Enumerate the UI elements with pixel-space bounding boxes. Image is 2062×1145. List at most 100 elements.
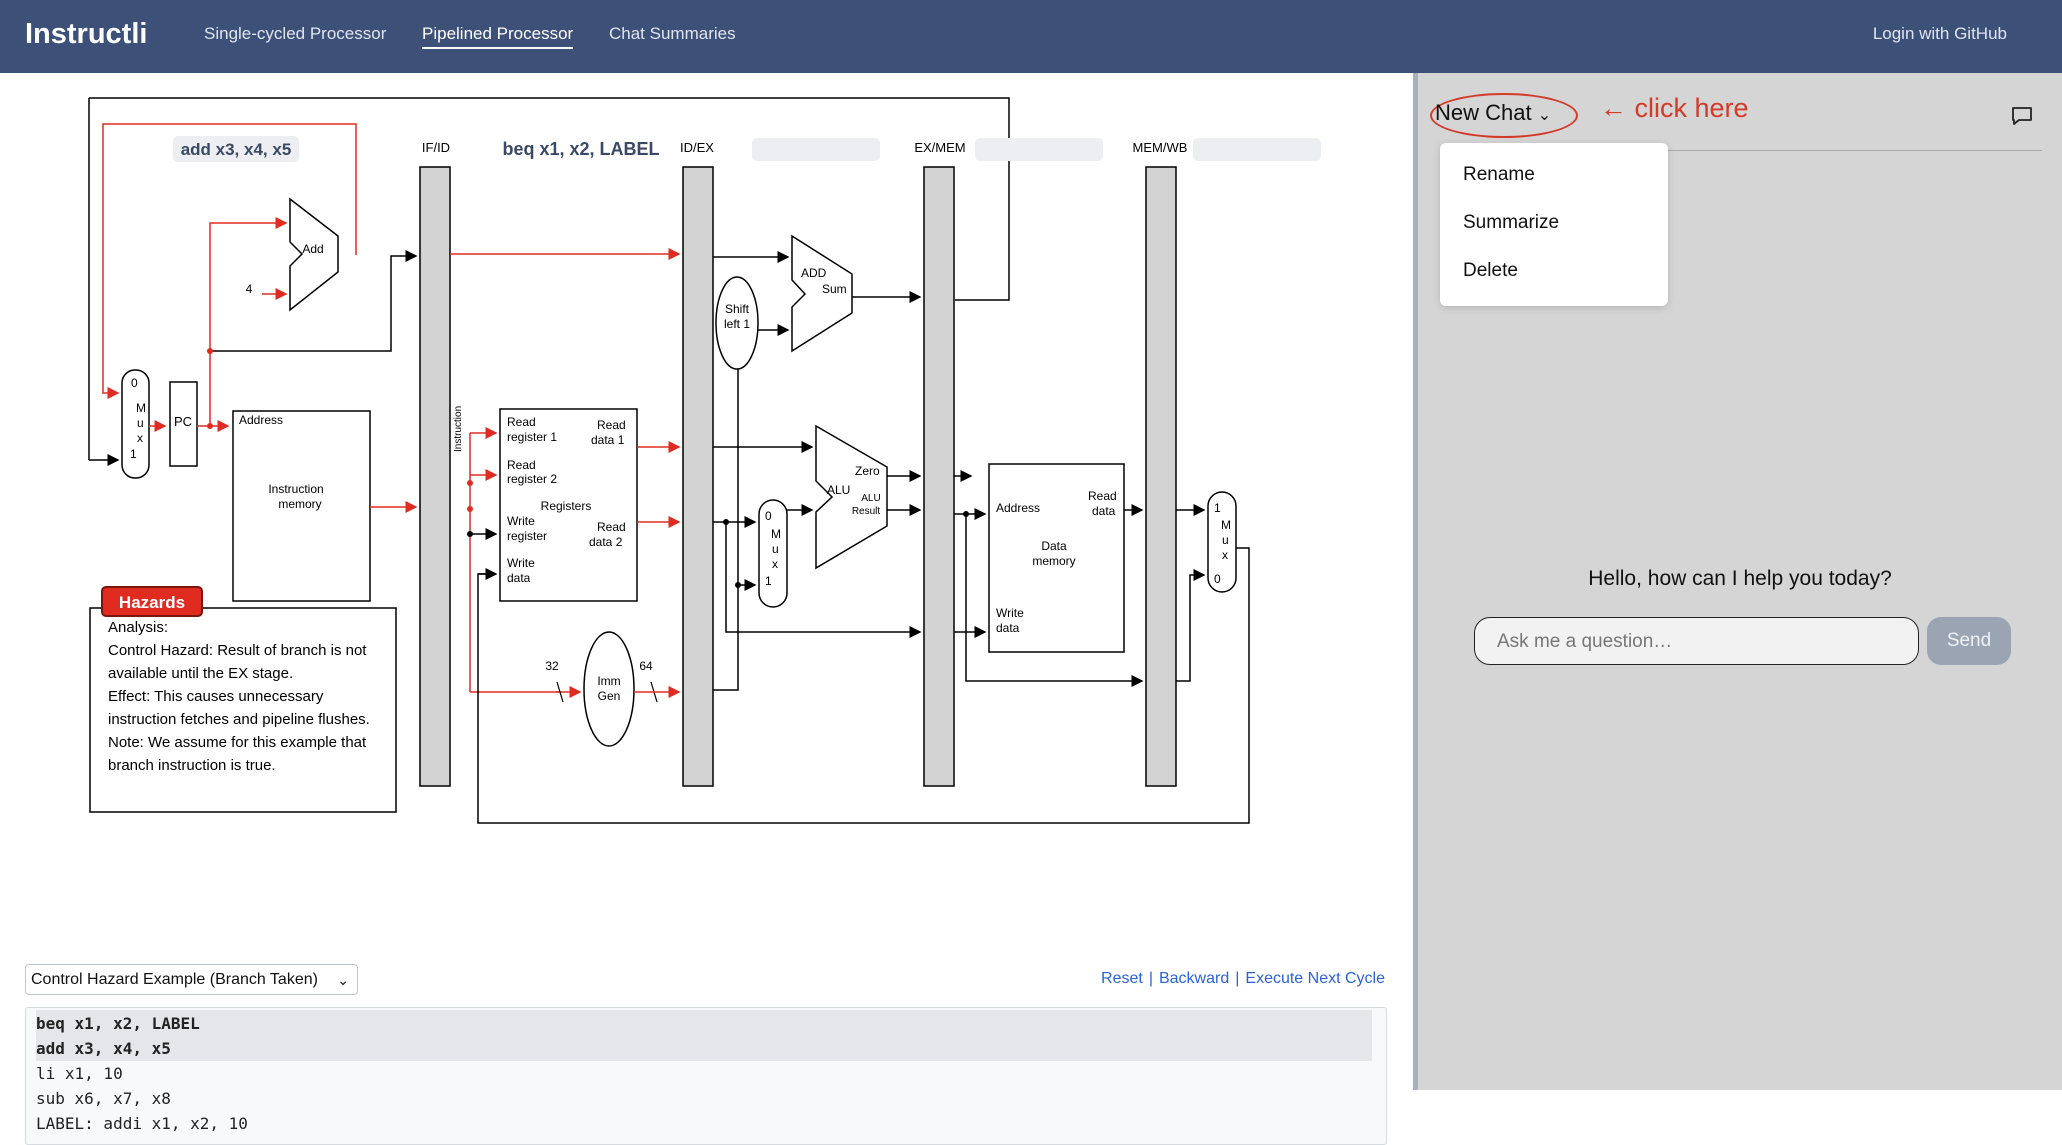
analysis-line-6: Note: We assume for this example that	[108, 734, 367, 751]
shift-label-1: Shift	[725, 302, 750, 316]
chevron-down-icon: ⌄	[337, 972, 349, 988]
processor-panel: add x3, x4, x5 beq x1, x2, LABEL IF/ID I…	[0, 73, 1413, 1145]
regs-write-reg-b: register	[507, 529, 547, 543]
id-stage-instruction: beq x1, x2, LABEL	[502, 139, 659, 159]
adder-const-4: 4	[246, 282, 253, 296]
writeback-mux	[1207, 491, 1237, 593]
code-listing: beq x1, x2, LABEL add x3, x4, x5 li x1, …	[25, 1007, 1387, 1145]
chat-input-box[interactable]	[1474, 617, 1919, 665]
dmem-title-2: memory	[1032, 554, 1075, 568]
code-line: add x3, x4, x5	[36, 1039, 171, 1058]
nav-chat-summaries[interactable]: Chat Summaries	[609, 24, 736, 43]
pc-mux-1: 1	[130, 447, 137, 461]
dmem-read-data-b: data	[1092, 504, 1116, 518]
send-button[interactable]: Send	[1927, 617, 2011, 665]
menu-item-summarize[interactable]: Summarize	[1463, 212, 1560, 233]
analysis-box	[89, 607, 397, 813]
code-line: LABEL: addi x1, x2, 10	[36, 1114, 248, 1133]
pc-mux-0: 0	[131, 376, 138, 390]
brand-logo[interactable]: Instructli	[25, 18, 148, 50]
next-cycle-button[interactable]: Execute Next Cycle	[1245, 970, 1385, 987]
imem-title-2: memory	[278, 497, 321, 511]
example-select-value: Control Hazard Example (Branch Taken)	[31, 971, 318, 988]
analysis-line-1: Analysis:	[108, 619, 168, 636]
data-memory	[988, 463, 1125, 653]
branch-adder	[791, 234, 853, 353]
pc-mux	[121, 369, 150, 479]
regs-read-reg2-b: register 2	[507, 472, 557, 486]
nav-single-cycle[interactable]: Single-cycled Processor	[204, 24, 387, 43]
alu-mux-0: 0	[765, 509, 772, 523]
pc-mux-u: u	[137, 416, 144, 430]
register-file	[499, 408, 638, 602]
imm-in-width: 32	[545, 659, 559, 673]
annotation-oval	[1430, 93, 1578, 138]
chevron-down-icon: ⌄	[1537, 107, 1552, 124]
pipe-label-memwb: MEM/WB	[1133, 140, 1188, 155]
idex-register	[682, 166, 714, 787]
analysis-line-2: Control Hazard: Result of branch is not	[108, 642, 367, 659]
pipe-label-ifid: IF/ID	[422, 140, 450, 155]
imm-gen-label-1: Imm	[597, 674, 620, 688]
alu-result-label-2: Result	[852, 506, 881, 517]
reset-button[interactable]: Reset	[1101, 970, 1143, 987]
dmem-address: Address	[996, 501, 1040, 515]
regs-read-data2-a: Read	[597, 520, 626, 534]
regs-read-data1-b: data 1	[591, 433, 625, 447]
chat-panel: New Chat ⌄ ← click here Rename Summarize…	[1418, 73, 2062, 1090]
hazards-button[interactable]: Hazards	[101, 586, 203, 617]
chat-input[interactable]	[1495, 630, 1899, 654]
pc-adder-label: Add	[302, 242, 323, 256]
dmem-title-1: Data	[1041, 539, 1067, 553]
imm-gen-label-2: Gen	[598, 689, 621, 703]
controls-bar: Control Hazard Example (Branch Taken) ⌄ …	[25, 964, 1385, 996]
regs-write-data-b: data	[507, 571, 531, 585]
wb-mux-m: M	[1221, 518, 1231, 532]
regs-write-reg-a: Write	[507, 514, 535, 528]
shift-label-2: left 1	[724, 317, 750, 331]
instruction-vertical-label: Instruction	[453, 406, 464, 452]
alu-src-mux	[758, 499, 788, 608]
panel-divider[interactable]	[1413, 73, 1418, 1090]
alu-zero-label: Zero	[855, 464, 880, 478]
backward-button[interactable]: Backward	[1158, 970, 1230, 987]
chat-header-divider	[1454, 150, 2042, 151]
alu-mux-x: x	[772, 557, 778, 571]
chat-greeting: Hello, how can I help you today?	[1588, 567, 1892, 590]
separator: |	[1148, 970, 1153, 987]
new-chat-dropdown[interactable]: New Chat ⌄	[1435, 100, 1551, 126]
wb-mux-1: 1	[1214, 501, 1221, 515]
analysis-line-3: available until the EX stage.	[108, 665, 293, 682]
imem-title-1: Instruction	[268, 482, 323, 496]
chat-bubble-icon[interactable]	[2010, 104, 2034, 128]
alu	[815, 424, 888, 570]
alu-label: ALU	[827, 483, 850, 497]
annotation-click-here: ← click here	[1600, 93, 1749, 123]
code-line: beq x1, x2, LABEL	[36, 1014, 200, 1033]
imem-address: Address	[239, 413, 283, 427]
regs-read-data2-b: data 2	[589, 535, 623, 549]
new-chat-label: New Chat	[1435, 100, 1532, 125]
imm-out-width: 64	[639, 659, 653, 673]
if-stage-instruction: add x3, x4, x5	[181, 140, 292, 159]
pipe-label-exmem: EX/MEM	[914, 140, 965, 155]
outer-frame	[89, 97, 1010, 301]
analysis-line-5: instruction fetches and pipeline flushes…	[108, 711, 370, 728]
pipe-label-idex: ID/EX	[680, 140, 714, 155]
pc-mux-x: x	[137, 431, 143, 445]
regs-read-data1-a: Read	[597, 418, 626, 432]
chat-options-menu: Rename Summarize Delete	[1440, 143, 1668, 306]
menu-item-rename[interactable]: Rename	[1463, 164, 1535, 185]
example-select[interactable]: Control Hazard Example (Branch Taken) ⌄	[25, 964, 358, 995]
login-github-link[interactable]: Login with GitHub	[1872, 24, 2007, 43]
regs-write-data-a: Write	[507, 556, 535, 570]
menu-item-delete[interactable]: Delete	[1463, 260, 1518, 281]
regs-read-reg1-b: register 1	[507, 430, 557, 444]
pc-mux-m: M	[136, 401, 146, 415]
pc-label: PC	[174, 414, 192, 429]
regs-title: Registers	[541, 499, 592, 513]
alu-mux-1: 1	[765, 574, 772, 588]
branch-add-label: ADD	[801, 266, 827, 280]
analysis-line-7: branch instruction is true.	[108, 757, 276, 774]
nav-pipelined[interactable]: Pipelined Processor	[422, 24, 574, 49]
